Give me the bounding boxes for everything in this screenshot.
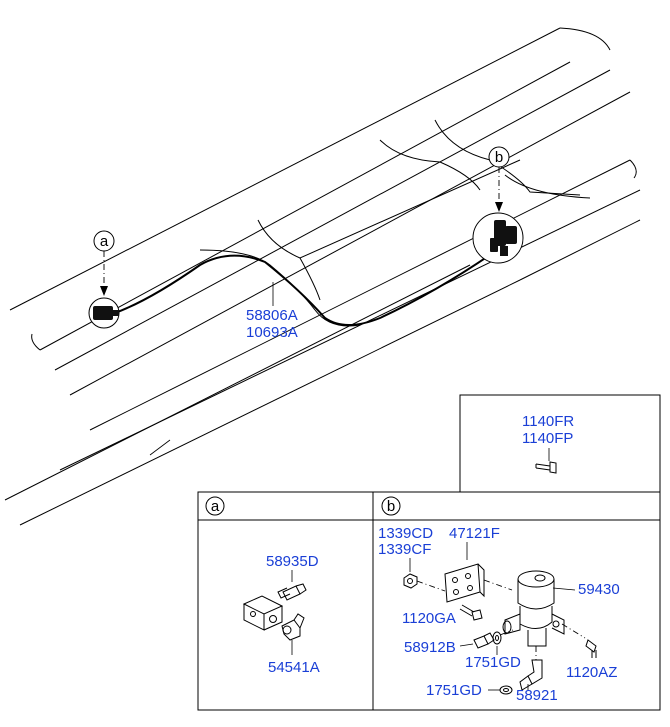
nut-icon [403, 573, 418, 589]
callout-b[interactable]: b [488, 146, 510, 212]
part-1339CF[interactable]: 1339CF [378, 541, 431, 558]
washer-icon [492, 631, 502, 645]
part-1140FP[interactable]: 1140FP [522, 430, 573, 447]
part-1339CD[interactable]: 1339CD [378, 525, 433, 542]
bolt-1120AZ-icon [585, 639, 597, 658]
panel-a-header: a [211, 498, 220, 515]
part-1140FR[interactable]: 1140FR [522, 413, 574, 430]
panel-b-header: b [387, 498, 395, 515]
valve-b-detail [472, 212, 524, 264]
elbow-58921-icon [519, 659, 543, 691]
part-58806A[interactable]: 58806A [246, 307, 298, 324]
part-1751GD-upper[interactable]: 1751GD [465, 654, 521, 671]
valve-icon [502, 570, 565, 647]
part-59430[interactable]: 59430 [578, 581, 620, 598]
bracket-icon [444, 563, 485, 603]
part-10693A[interactable]: 10693A [246, 324, 298, 341]
connector-a-detail [88, 297, 120, 329]
part-58935D[interactable]: 58935D [266, 553, 319, 570]
part-58912B[interactable]: 58912B [404, 639, 456, 656]
frame-rails [4, 27, 641, 526]
bolt-inset: 1140FR 1140FP [459, 394, 661, 493]
part-58921[interactable]: 58921 [516, 687, 558, 704]
straight-fitting-icon [277, 583, 307, 601]
part-1120GA[interactable]: 1120GA [402, 610, 456, 627]
part-47121F[interactable]: 47121F [449, 525, 500, 542]
cross-members [199, 119, 591, 327]
union-block-icon [242, 595, 284, 631]
svg-text:b: b [495, 149, 503, 166]
harness-cable [114, 247, 501, 326]
panel-a-header-circle [205, 496, 225, 516]
detail-table: a b [197, 491, 661, 711]
panel-b: 1339CD 47121F 1339CF 1120GA [378, 525, 620, 704]
panel-a: 58935D 54541A [242, 553, 320, 676]
part-54541A[interactable]: 54541A [268, 659, 320, 676]
bolt-1120GA-icon [459, 604, 483, 621]
panel-b-header-circle [381, 496, 401, 516]
callout-a[interactable]: a [93, 230, 115, 296]
elbow-fitting-icon [281, 613, 305, 641]
fitting-icon [473, 632, 495, 649]
harness-label: 58806A 10693A [246, 282, 298, 341]
part-1120AZ[interactable]: 1120AZ [566, 664, 617, 681]
svg-text:a: a [100, 233, 109, 250]
part-1751GD-lower[interactable]: 1751GD [426, 682, 482, 699]
